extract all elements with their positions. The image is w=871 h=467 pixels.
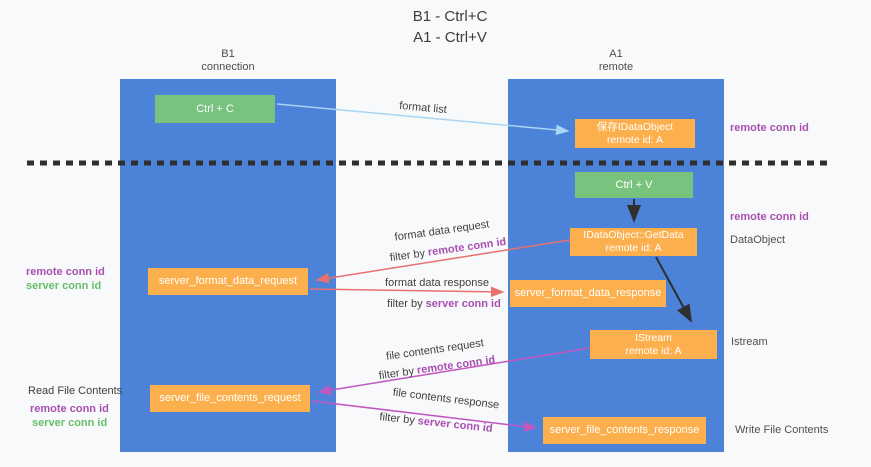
node-idataobject-getdata: IDataObject::GetData remote id: A [570, 228, 697, 256]
remote-conn-id-text: remote conn id [416, 353, 496, 377]
filter-by-text: filter by [378, 365, 415, 383]
node-ctrl-c-label: Ctrl + C [196, 102, 234, 115]
annotation-left-remote-conn-id: remote conn id [26, 266, 105, 278]
filter-by-text: filter by [389, 247, 426, 265]
node-getdata-line2: remote id: A [605, 242, 662, 254]
title-line-1: B1 - Ctrl+C [412, 8, 488, 25]
lane-header-a1: A1 remote [599, 48, 633, 74]
node-server-file-contents-request: server_file_contents_request [150, 385, 310, 412]
lane-b1-role: connection [201, 61, 255, 73]
filter-by-text: filter by [378, 411, 416, 427]
node-ctrl-v-label: Ctrl + V [615, 178, 653, 191]
annotation-bottom-remote-conn-id: remote conn id [30, 403, 109, 415]
server-conn-id-text: server conn id [425, 298, 501, 310]
node-ctrl-c: Ctrl + C [155, 95, 275, 123]
annotation-dataobject: DataObject [730, 234, 786, 246]
node-file-request-label: server_file_contents_request [159, 392, 301, 404]
node-server-format-data-request: server_format_data_request [148, 268, 308, 295]
lane-a1-role: remote [598, 61, 634, 73]
annotation-remote-conn-id-top: remote conn id [730, 122, 809, 134]
annotation-left-server-conn-id: server conn id [26, 280, 102, 292]
filter-by-text: filter by [387, 298, 423, 310]
node-istream-line1: IStream [635, 331, 672, 344]
server-conn-id-text: server conn id [417, 415, 494, 435]
node-ctrl-v: Ctrl + V [575, 172, 693, 198]
annotation-write-file-contents: Write File Contents [735, 424, 829, 436]
node-server-format-data-response: server_format_data_response [510, 280, 666, 307]
label-file-contents-response: file contents response [392, 386, 500, 412]
node-format-request-label: server_format_data_request [158, 275, 298, 287]
node-save-idataobject: 保存IDataObject remote id: A [575, 119, 695, 148]
node-server-file-contents-response: server_file_contents_response [543, 417, 706, 444]
label-format-data-response: format data response [385, 277, 489, 289]
annotation-remote-conn-id-mid: remote conn id [730, 211, 809, 223]
label-format-list: format list [398, 99, 448, 117]
node-istream-line2: remote id: A [625, 344, 682, 357]
arrow-format-data-response [309, 286, 505, 298]
node-file-response-label: server_file_contents_response [549, 424, 700, 436]
title-line-2: A1 - Ctrl+V [413, 29, 487, 46]
node-save-idataobject-line2: remote id: A [606, 133, 664, 146]
node-format-response-label: server_format_data_response [514, 287, 662, 299]
annotation-read-file-contents: Read File Contents [28, 385, 123, 397]
lane-b1-name: B1 [221, 48, 235, 60]
node-getdata-line1: IDataObject::GetData [583, 229, 684, 241]
annotation-bottom-server-conn-id: server conn id [32, 417, 108, 429]
annotation-istream: Istream [731, 336, 768, 348]
node-save-idataobject-line1: 保存IDataObject [596, 120, 674, 133]
lane-a1-name: A1 [609, 48, 623, 60]
lane-header-b1: B1 connection [201, 48, 254, 74]
remote-conn-id-text: remote conn id [427, 235, 507, 259]
node-istream: IStream remote id: A [590, 330, 717, 359]
diagram-title: B1 - Ctrl+C A1 - Ctrl+V [413, 6, 488, 48]
